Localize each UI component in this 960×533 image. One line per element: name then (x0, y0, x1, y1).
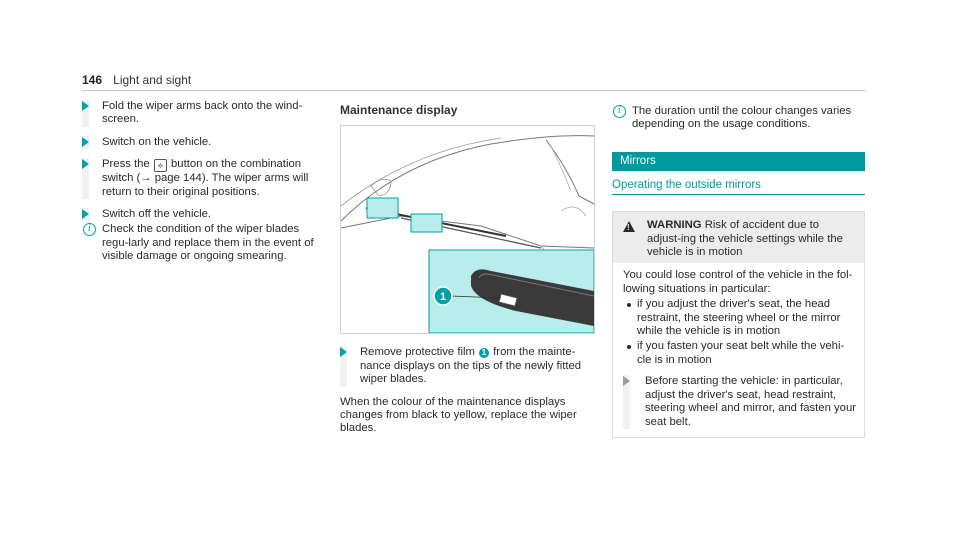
list-item: if you fasten your seat belt while the v… (623, 340, 856, 367)
maintenance-heading: Maintenance display (340, 103, 458, 117)
warning-step: Before starting the vehicle: in particul… (623, 375, 856, 429)
step-text: Fold the wiper arms back onto the wind-s… (102, 100, 303, 126)
step-switch-off: Switch off the vehicle. (82, 208, 322, 222)
header-divider (82, 90, 866, 91)
info-icon: i (83, 223, 96, 237)
maintenance-figure: 1 (340, 125, 595, 335)
column-middle: Maintenance display 1 (340, 100, 595, 444)
step-text-pre: Press the (102, 158, 150, 171)
step-text: Switch on the vehicle. (102, 135, 212, 148)
step-text: Before starting the vehicle: in particul… (645, 375, 856, 428)
column-right: i The duration until the colour changes … (612, 100, 865, 438)
step-arrow-icon (82, 209, 89, 220)
warning-label: WARNING (647, 219, 702, 232)
step-arrow-icon (82, 101, 89, 111)
step-arrow-icon (82, 136, 89, 147)
page-number: 146 (82, 73, 103, 87)
note-text: The duration until the colour changes va… (632, 105, 852, 131)
note-duration: i The duration until the colour changes … (612, 105, 865, 132)
step-arrow-icon (340, 347, 347, 358)
step-text-pre: Remove protective film (360, 346, 475, 359)
callout-badge: 1 (479, 348, 490, 359)
note-text: Check the condition of the wiper blades … (102, 223, 314, 263)
step-arrow-icon (623, 376, 630, 387)
warning-body: You could lose control of the vehicle in… (613, 263, 864, 436)
info-icon: i (613, 105, 626, 118)
step-press-button: Press the ⟡ button on the combination sw… (82, 158, 322, 200)
page-header: 146 Light and sight (82, 73, 866, 88)
step-fold-wiper: Fold the wiper arms back onto the wind-s… (82, 100, 322, 127)
column-left: Fold the wiper arms back onto the wind-s… (82, 100, 322, 273)
step-arrow-icon (82, 159, 89, 170)
step-text: Switch off the vehicle. (102, 208, 212, 221)
step-bar (340, 346, 347, 387)
step-bar (82, 100, 89, 127)
warning-title: Risk of accident due to adjust-ing the v… (647, 219, 843, 259)
subsection-title: Operating the outside mirrors (612, 179, 865, 196)
list-item: if you adjust the driver's seat, the hea… (623, 298, 856, 338)
step-text-post: from the mainte-nance displays on the ti… (360, 346, 582, 386)
warning-bullets: if you adjust the driver's seat, the hea… (623, 298, 856, 367)
step-bar (623, 375, 630, 429)
maintenance-paragraph: When the colour of the maintenance displ… (340, 395, 577, 435)
warning-box: ! WARNING Risk of accident due to adjust… (612, 211, 865, 438)
section-name: Light and sight (113, 73, 192, 87)
wiper-illustration: 1 (341, 135, 594, 334)
wiper-button-icon: ⟡ (153, 159, 167, 173)
warning-triangle-icon: ! (623, 221, 635, 233)
step-text-post: button on the combination switch (→ page… (102, 158, 309, 198)
step-bar (82, 158, 89, 200)
step-remove-film: Remove protective film 1 from the mainte… (340, 346, 595, 387)
section-title-mirrors: Mirrors (612, 151, 865, 171)
warning-body-text: You could lose control of the vehicle in… (623, 269, 853, 295)
figure-callout-label: 1 (440, 291, 446, 303)
step-switch-on: Switch on the vehicle. (82, 135, 322, 150)
warning-header: ! WARNING Risk of accident due to adjust… (613, 212, 864, 264)
note-check-condition: i Check the condition of the wiper blade… (82, 223, 322, 263)
